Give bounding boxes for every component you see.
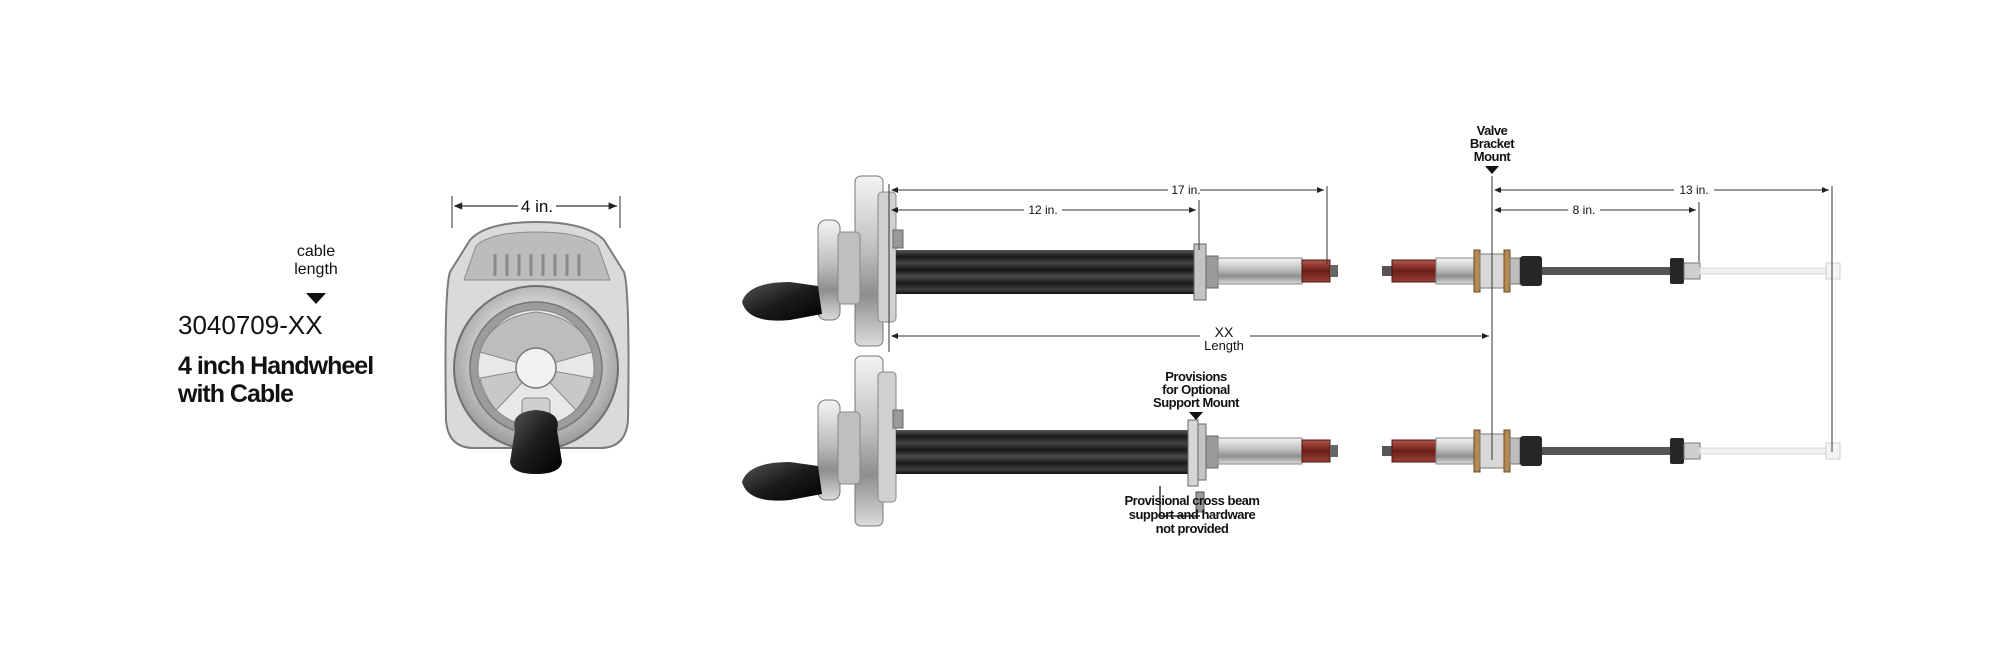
dim-8-label: 8 in. <box>1573 203 1596 217</box>
cable-note-line2: length <box>294 261 338 278</box>
side-bolt <box>892 409 904 429</box>
side-view-bottom <box>742 355 1841 527</box>
rod-tip-right <box>1382 446 1392 456</box>
dim-xx-line2: Length <box>1204 338 1244 353</box>
dim-13-label: 13 in. <box>1679 183 1708 197</box>
dim-xx-line1: XX <box>1215 324 1234 340</box>
valve-nut-left <box>1473 429 1481 473</box>
side-hub <box>877 191 897 323</box>
cable-sleeve <box>1217 437 1303 465</box>
beam-line1: Provisional cross beam <box>1125 493 1260 508</box>
tube-end-cap <box>1193 243 1207 301</box>
valve-bracket-callout: Valve Bracket Mount <box>1470 123 1516 174</box>
tube-collar <box>1205 255 1219 289</box>
prov-line1: Provisions <box>1165 369 1227 384</box>
valve-nut-left <box>1473 249 1481 293</box>
beam-line2: support and hardware <box>1129 507 1256 522</box>
valve-sleeve <box>1435 257 1475 285</box>
valve-nut-right <box>1503 429 1511 473</box>
tube-collar <box>1205 435 1219 469</box>
support-arrow-icon <box>1189 412 1203 420</box>
side-spoke <box>837 231 861 305</box>
front-knob <box>510 410 562 474</box>
ghost-rod <box>1699 267 1827 275</box>
support-bolt <box>1195 491 1205 513</box>
valve-arrow-icon <box>1485 166 1499 174</box>
side-knob <box>742 462 822 501</box>
product-title-line2: with Cable <box>177 380 294 408</box>
cable-sleeve <box>1217 257 1303 285</box>
red-end-left <box>1301 439 1331 463</box>
side-hub <box>877 371 897 503</box>
support-mount-callout: Provisions for Optional Support Mount <box>1153 369 1241 420</box>
cable-tube <box>896 430 1196 474</box>
black-boot <box>1520 436 1542 466</box>
ghost-rod <box>1699 447 1827 455</box>
cable-length-note: cable length <box>294 243 338 304</box>
rod-tip-left <box>1330 445 1338 457</box>
dim-17-label: 17 in. <box>1171 183 1200 197</box>
front-width-label: 4 in. <box>521 197 553 216</box>
clevis <box>1683 442 1701 460</box>
ghost-tip <box>1825 442 1841 460</box>
valve-line1: Valve <box>1477 123 1508 138</box>
rod-tip-left <box>1330 265 1338 277</box>
red-end-right <box>1391 439 1437 463</box>
side-bolt <box>892 229 904 249</box>
front-view-handwheel: 4 in. <box>444 196 630 474</box>
inner-rod <box>1542 267 1670 275</box>
valve-nut-right <box>1503 249 1511 293</box>
valve-washer <box>1509 437 1521 465</box>
side-wheel-rim <box>817 399 841 501</box>
side-spoke <box>837 411 861 485</box>
end-fitting <box>1670 258 1684 284</box>
cable-note-line1: cable <box>297 243 335 260</box>
prov-line3: Support Mount <box>1153 395 1240 410</box>
dim-12-label: 12 in. <box>1028 203 1057 217</box>
black-boot <box>1520 256 1542 286</box>
red-end-right <box>1391 259 1437 283</box>
prov-line2: for Optional <box>1162 382 1230 397</box>
side-wheel-rim <box>817 219 841 321</box>
cross-beam-note: Provisional cross beam support and hardw… <box>1125 493 1260 536</box>
product-title-line1: 4 inch Handwheel <box>178 352 373 380</box>
red-end-left <box>1301 259 1331 283</box>
valve-line3: Mount <box>1474 149 1512 164</box>
part-number: 3040709-XX <box>178 310 323 340</box>
rod-tip-right <box>1382 266 1392 276</box>
beam-line3: not provided <box>1156 521 1229 536</box>
valve-line2: Bracket <box>1470 136 1515 151</box>
cable-note-arrow-icon <box>306 293 326 304</box>
end-fitting <box>1670 438 1684 464</box>
valve-washer <box>1509 257 1521 285</box>
inner-rod <box>1542 447 1670 455</box>
side-view-top <box>742 175 1841 347</box>
side-knob <box>742 282 822 321</box>
clevis <box>1683 262 1701 280</box>
wheel-hub <box>515 347 557 389</box>
cable-tube <box>896 250 1196 294</box>
valve-sleeve <box>1435 437 1475 465</box>
support-plate <box>1187 419 1199 487</box>
ghost-tip <box>1825 262 1841 280</box>
dimension-lines <box>888 176 1833 460</box>
cross-beam-bracket <box>1159 486 1200 517</box>
